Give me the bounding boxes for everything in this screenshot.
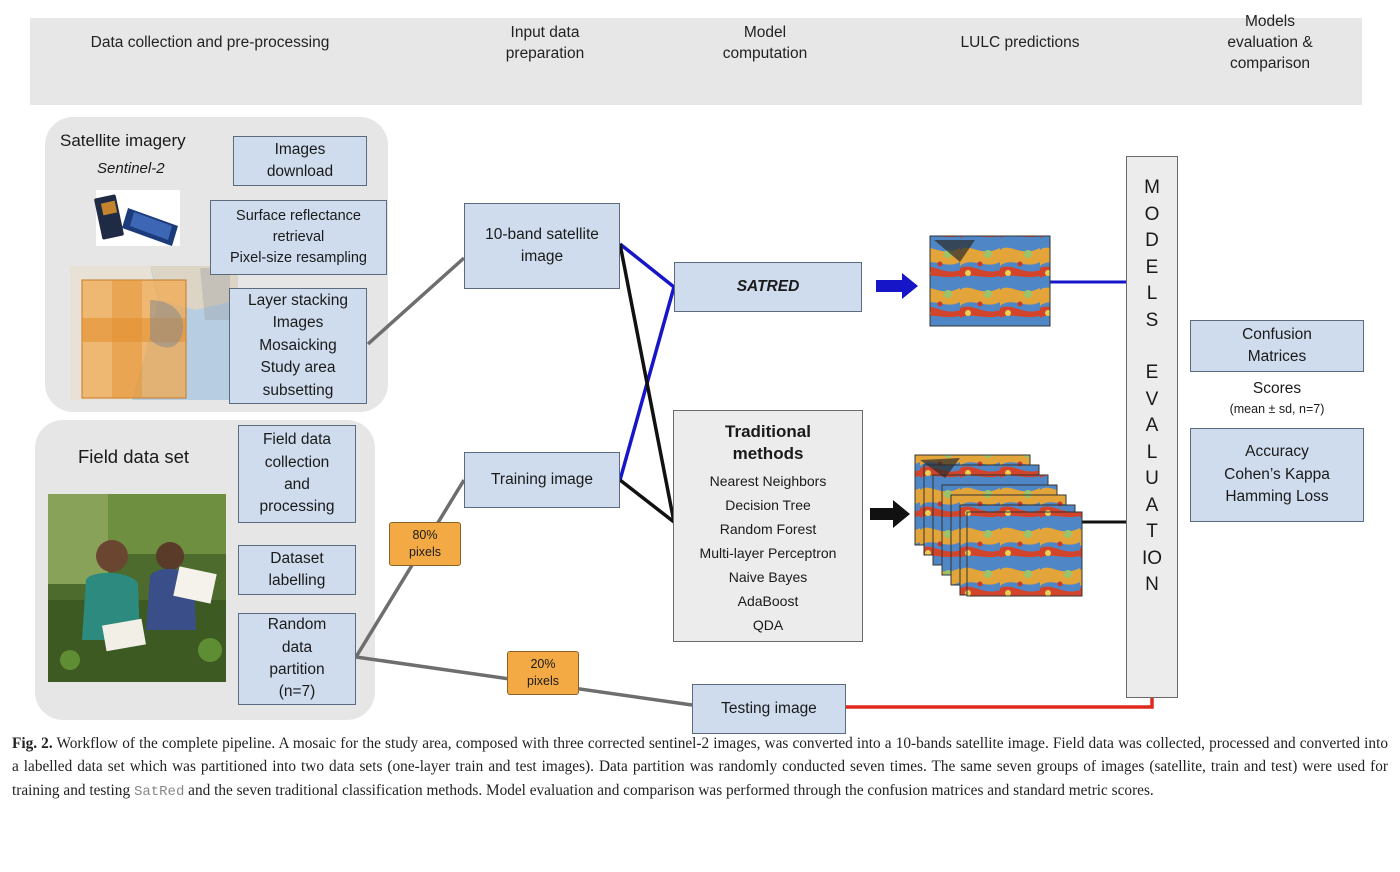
figure-caption: Fig. 2. Workflow of the complete pipelin… [12, 732, 1388, 803]
connector-mosaic-to-band [366, 256, 466, 346]
satred-model-box: SATRED [674, 262, 862, 312]
eval-letter: A [1145, 415, 1159, 436]
eval-letter: O [1144, 203, 1160, 225]
eval-letter: T [1146, 521, 1158, 542]
satellite-imagery-title: Satellite imagery [60, 131, 186, 150]
confusion-matrices-box: Confusion Matrices [1190, 320, 1364, 372]
arrow-satred-icon [876, 273, 918, 299]
eval-letter: L [1146, 283, 1158, 304]
random-data-partition-box: Random data partition (n=7) [238, 613, 356, 705]
satred-prediction-map [929, 235, 1051, 327]
eval-letter: E [1145, 362, 1159, 383]
eval-letter: E [1145, 256, 1159, 278]
eval-letter: IO [1141, 547, 1163, 569]
caption-figure-number: Fig. 2. [12, 735, 53, 752]
header-input-preparation: Input data preparation [505, 23, 585, 62]
method-random-forest: Random Forest [719, 521, 817, 538]
connector-band-to-traditional [618, 243, 676, 523]
traditional-methods-box: Traditional methods Nearest Neighbors De… [673, 410, 863, 642]
eval-letter: N [1145, 574, 1159, 595]
method-adaboost: AdaBoost [737, 593, 799, 610]
header-band [30, 18, 1362, 105]
images-download-box: Images download [233, 136, 367, 186]
layer-stacking-box: Layer stacking Images Mosaicking Study a… [229, 288, 367, 404]
caption-text-part1: Workflow of the complete pipeline. A mos… [12, 735, 1388, 799]
header-models-evaluation: Models evaluation & comparison [1227, 13, 1313, 72]
eval-letter: L [1146, 441, 1158, 463]
caption-text-part2: and the seven traditional classification… [184, 781, 1154, 799]
eval-letter: A [1145, 494, 1159, 516]
eval-letter: M [1144, 177, 1160, 198]
connector-partition-to-training [354, 479, 466, 658]
sentinel-subtitle: Sentinel-2 [97, 160, 165, 177]
eval-letter: V [1145, 388, 1159, 410]
traditional-prediction-maps [914, 454, 1083, 597]
dataset-labelling-box: Dataset labelling [238, 545, 356, 595]
connector-testing-to-eval [846, 698, 1154, 709]
band-satellite-image-box: 10-band satellite image [464, 203, 620, 289]
connector-training-to-traditional [618, 478, 676, 524]
metrics-box: Accuracy Cohen’s Kappa Hamming Loss [1190, 428, 1364, 522]
field-data-collection-box: Field data collection and processing [238, 425, 356, 523]
pixels-80-tag: 80% pixels [389, 522, 461, 566]
method-qda: QDA [752, 617, 784, 634]
arrow-traditional-icon [870, 500, 910, 528]
scores-label: Scores [1252, 380, 1302, 397]
connector-band-to-satred [618, 242, 676, 289]
testing-image-box: Testing image [692, 684, 846, 734]
models-evaluation-box: M O D E L S E V A L U A T IO N [1126, 156, 1178, 698]
method-decision-tree: Decision Tree [725, 497, 811, 514]
method-nearest-neighbors: Nearest Neighbors [709, 473, 827, 490]
method-multilayer-perceptron: Multi-layer Perceptron [699, 545, 837, 562]
field-photo [48, 494, 226, 682]
method-naive-bayes: Naive Bayes [728, 569, 808, 586]
eval-letter: S [1145, 309, 1159, 331]
header-data-collection: Data collection and pre-processing [90, 34, 330, 52]
field-data-set-title: Field data set [78, 446, 190, 467]
eval-letter: D [1145, 230, 1159, 251]
pixels-20-tag: 20% pixels [507, 651, 579, 695]
surface-reflectance-box: Surface reflectance retrieval Pixel-size… [210, 200, 387, 275]
training-image-box: Training image [464, 452, 620, 508]
scores-subtitle: (mean ± sd, n=7) [1229, 402, 1325, 416]
eval-letter: U [1145, 468, 1159, 489]
caption-code-satred: SatRed [133, 783, 185, 800]
satellite-icon [94, 190, 180, 246]
traditional-methods-title: Traditional methods [725, 422, 811, 464]
study-area-map [70, 266, 238, 400]
header-model-computation: Model computation [722, 23, 808, 62]
header-lulc-predictions: LULC predictions [960, 34, 1080, 52]
